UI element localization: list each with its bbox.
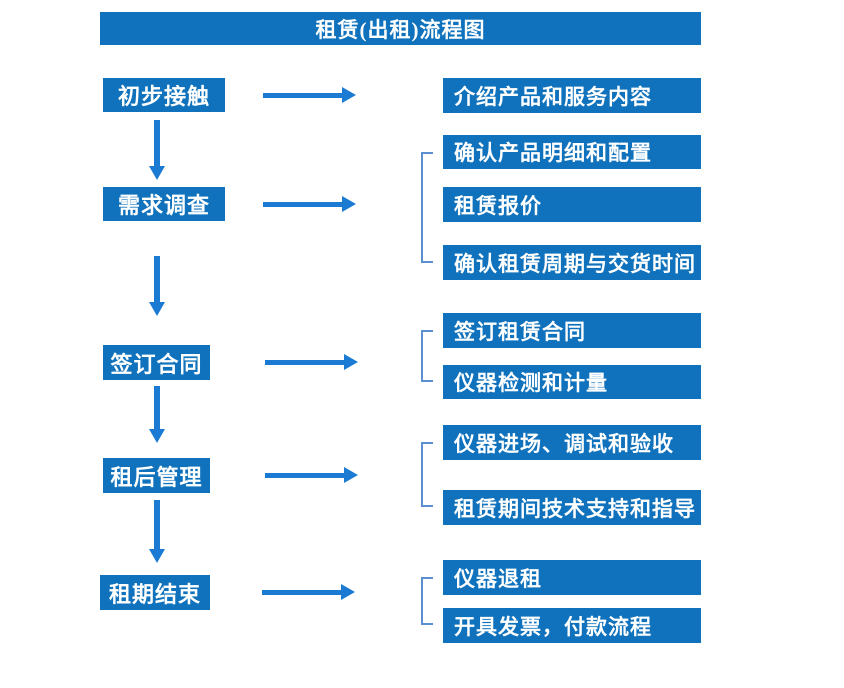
step-box-sign-contract: 签订合同 — [103, 345, 210, 380]
detail-box-rental-quotation: 租赁报价 — [443, 187, 701, 222]
group-bracket-rental-end — [421, 577, 433, 625]
arrow-right-icon — [263, 196, 356, 212]
step-box-initial-contact: 初步接触 — [103, 78, 225, 112]
step-box-post-rental-management: 租后管理 — [103, 458, 210, 493]
detail-box-introduce-products: 介绍产品和服务内容 — [443, 78, 701, 113]
arrow-right-icon — [265, 467, 358, 483]
arrow-down-icon — [149, 256, 165, 316]
detail-box-sign-rental-contract: 签订租赁合同 — [443, 313, 701, 348]
detail-box-technical-support: 租赁期间技术支持和指导 — [443, 490, 701, 525]
detail-box-instrument-setup-acceptance: 仪器进场、调试和验收 — [443, 425, 701, 460]
arrow-down-icon — [149, 386, 165, 443]
arrow-down-icon — [149, 120, 165, 180]
group-bracket-demand-survey — [421, 152, 433, 263]
detail-box-instrument-inspection: 仪器检测和计量 — [443, 365, 701, 399]
arrow-right-icon — [265, 354, 358, 370]
flowchart-title: 租赁(出租)流程图 — [100, 12, 701, 45]
detail-box-confirm-product-details: 确认产品明细和配置 — [443, 135, 701, 169]
arrow-right-icon — [262, 584, 355, 600]
arrow-right-icon — [263, 87, 356, 103]
group-bracket-post-rental — [421, 442, 433, 507]
detail-box-instrument-return: 仪器退租 — [443, 560, 701, 595]
step-box-demand-survey: 需求调查 — [103, 187, 225, 221]
arrow-down-icon — [149, 500, 165, 563]
step-box-rental-end: 租期结束 — [100, 575, 210, 610]
group-bracket-sign-contract — [421, 330, 433, 382]
detail-box-confirm-rental-period: 确认租赁周期与交货时间 — [443, 245, 701, 280]
detail-box-invoice-payment: 开具发票，付款流程 — [443, 608, 701, 643]
